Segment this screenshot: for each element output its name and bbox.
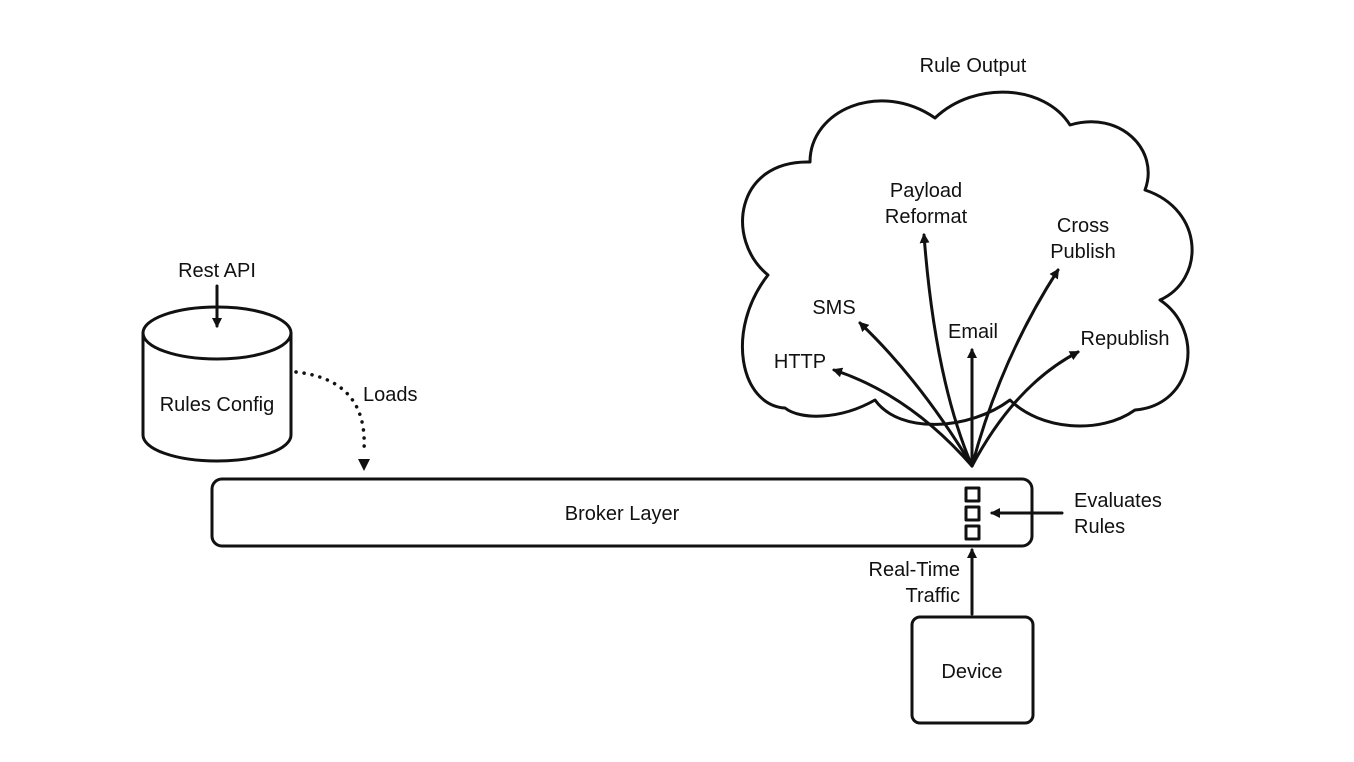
output-cross-publish-label-line2: Publish: [1050, 241, 1116, 263]
output-sms-label: SMS: [812, 297, 855, 319]
rest-api-label: Rest API: [178, 260, 256, 282]
arrow-to-republish: [970, 350, 1080, 468]
rule-evaluator-squares: [964, 486, 981, 541]
traffic-label-line2: Traffic: [906, 585, 960, 607]
output-payload-label-line2: Reformat: [885, 206, 968, 228]
traffic-label-line1: Real-Time: [869, 559, 961, 581]
output-cross-publish-label-line1: Cross: [1057, 215, 1109, 237]
rule-output-cloud: [740, 90, 1194, 428]
arrow-to-http: [832, 367, 974, 468]
device-label: Device: [941, 661, 1002, 683]
broker-layer-label: Broker Layer: [565, 503, 680, 525]
evaluates-rules-label-line2: Rules: [1074, 516, 1125, 538]
output-payload-label-line1: Payload: [890, 180, 962, 202]
loads-label: Loads: [363, 384, 418, 406]
output-email-label: Email: [948, 321, 998, 343]
rules-config-database: [141, 305, 293, 463]
output-http-label: HTTP: [774, 351, 826, 373]
device-box: [910, 615, 1035, 725]
loads-dotted-arrow: [294, 370, 366, 452]
arrow-to-cross-publish: [970, 268, 1060, 468]
rules-config-label: Rules Config: [160, 394, 275, 416]
arrow-to-sms: [858, 321, 974, 468]
rule-output-title: Rule Output: [920, 55, 1027, 77]
arrow-to-payload: [919, 233, 974, 468]
output-republish-label: Republish: [1081, 328, 1170, 350]
loads-arrowhead: [358, 459, 370, 471]
evaluates-rules-label-line1: Evaluates: [1074, 490, 1162, 512]
